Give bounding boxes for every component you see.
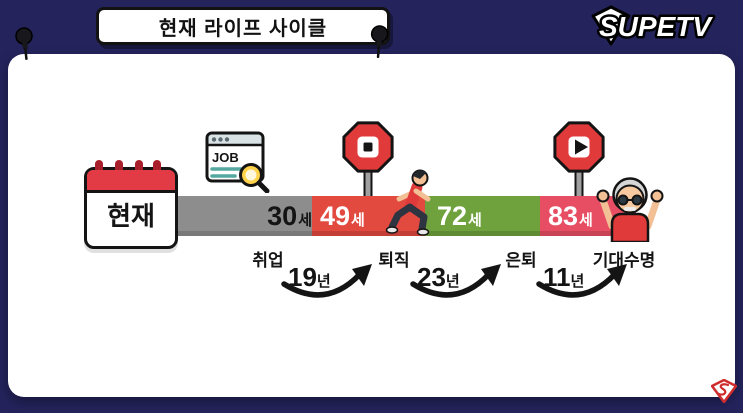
running-person-icon bbox=[385, 169, 431, 236]
logo-text: SUPETV bbox=[599, 11, 713, 42]
calendar-ring bbox=[153, 160, 161, 174]
duration-employment-to-job-exit: 19년 bbox=[278, 258, 382, 310]
title-card: 현재 라이프 사이클 bbox=[96, 7, 390, 45]
channel-watermark-icon bbox=[710, 378, 738, 408]
duration-label: 19년 bbox=[288, 262, 331, 292]
curved-arrow-icon bbox=[410, 264, 501, 298]
supetv-logo: SUPETV bbox=[591, 5, 716, 46]
channel-watermark-icon bbox=[710, 378, 738, 404]
stop-sign-icon bbox=[342, 121, 394, 198]
play-sign-icon bbox=[553, 121, 605, 198]
calendar-ring bbox=[95, 160, 103, 174]
curved-arrow-icon bbox=[536, 264, 627, 298]
age-label: 72 세 bbox=[437, 200, 482, 231]
duration-retirement-to-life-expectancy: 11년 bbox=[533, 258, 637, 310]
event-label-retirement: 은퇴 bbox=[505, 251, 537, 270]
duration-label: 11년 bbox=[543, 262, 585, 292]
elderly-man-icon bbox=[596, 166, 664, 247]
duration-job-exit-to-retirement: 23년 bbox=[407, 258, 511, 310]
stop-sign-icon bbox=[340, 119, 396, 204]
shield-icon bbox=[591, 5, 631, 46]
age-label: 49 세 bbox=[320, 200, 365, 231]
timeline-segment-to-retirement: 72 세 bbox=[425, 196, 552, 236]
curved-arrow-icon bbox=[281, 264, 372, 298]
play-sign-icon bbox=[551, 119, 607, 204]
event-label-life-expectancy: 기대수명 bbox=[592, 251, 656, 270]
job-window-label: JOB bbox=[212, 150, 239, 165]
job-search-icon: JOB bbox=[205, 131, 270, 194]
calendar-ring bbox=[115, 160, 123, 174]
page-title: 현재 라이프 사이클 bbox=[158, 17, 328, 40]
pushpin-icon bbox=[370, 25, 389, 59]
pushpin-icon bbox=[365, 23, 394, 64]
current-label: 현재 bbox=[107, 201, 155, 231]
elderly-man-icon bbox=[596, 177, 664, 244]
calendar-ring bbox=[135, 160, 143, 174]
running-person-icon bbox=[384, 167, 436, 242]
timeline-segment-to-employment: 30 세 bbox=[168, 196, 320, 236]
pushpin-icon bbox=[15, 27, 33, 61]
supetv-logo: SUPETV bbox=[591, 2, 741, 55]
calendar-icon: 현재 bbox=[84, 160, 178, 249]
job-search-icon: JOB bbox=[205, 131, 271, 198]
age-label: 83 세 bbox=[548, 200, 593, 231]
pushpin-icon bbox=[10, 25, 40, 67]
event-label-employment: 취업 bbox=[252, 251, 284, 270]
duration-label: 23년 bbox=[417, 262, 460, 292]
age-label: 30 세 bbox=[267, 200, 312, 231]
event-label-job-exit: 퇴직 bbox=[378, 251, 410, 270]
calendar-header bbox=[87, 170, 175, 193]
